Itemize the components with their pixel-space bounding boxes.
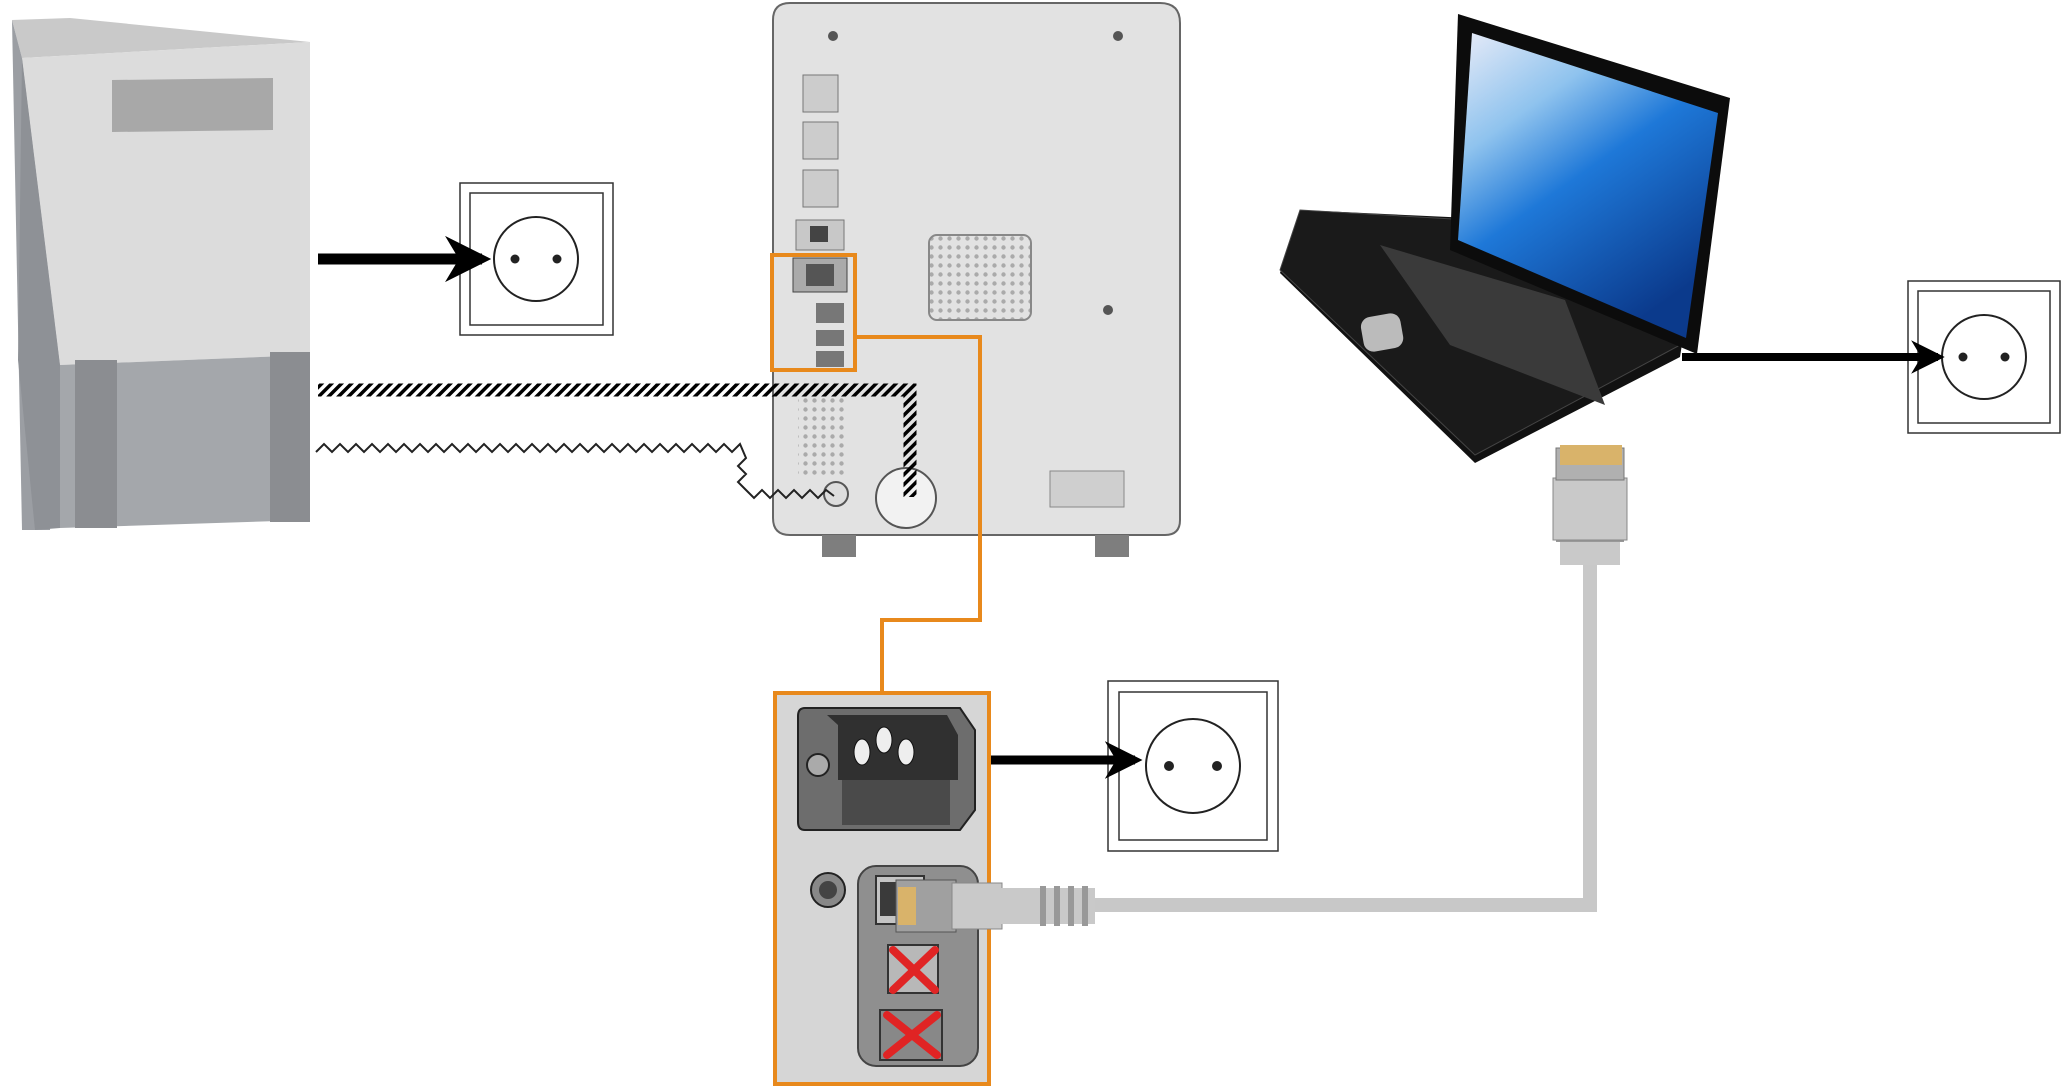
not-used-x-icon xyxy=(883,1011,941,1059)
tower-unit-icon xyxy=(12,18,310,530)
port-area-highlight xyxy=(770,253,857,372)
wall-socket-icon xyxy=(1107,680,1279,852)
laptop-icon xyxy=(1279,14,1730,463)
ethernet-plug-icon xyxy=(1552,445,1628,565)
signal-cable-zigzag xyxy=(315,442,835,500)
callout-line xyxy=(855,335,982,691)
not-used-x-icon xyxy=(889,946,939,994)
ethernet-plug-icon xyxy=(951,882,1095,930)
data-cable-hatched xyxy=(318,383,917,497)
ethernet-cable xyxy=(1090,560,1597,912)
instrument-rear-panel-icon xyxy=(772,2,1181,557)
wall-socket-icon xyxy=(459,182,614,336)
